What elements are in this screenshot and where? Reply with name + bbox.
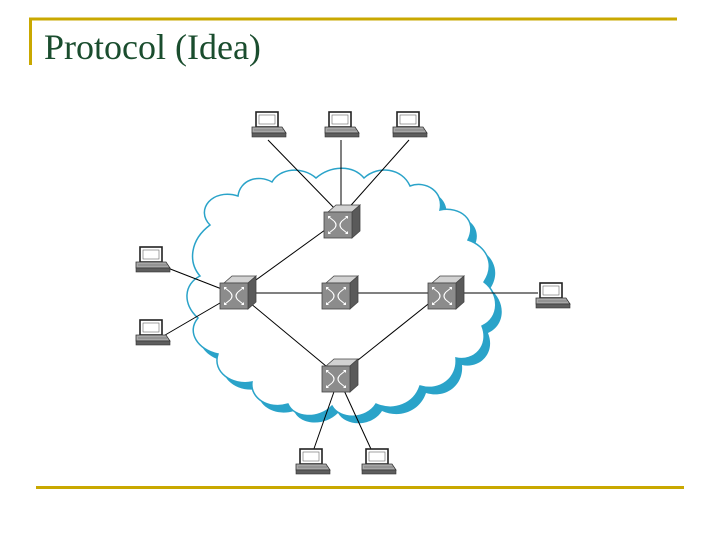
slide-title: Protocol (Idea)	[44, 27, 261, 67]
link-host-bottom-1	[309, 385, 337, 461]
computer-terminal-icon	[251, 111, 287, 138]
computer-terminal-icon	[361, 448, 397, 475]
computer-terminal-icon	[295, 448, 331, 475]
computer-terminal-icon	[324, 111, 360, 138]
computer-terminal-icon	[135, 246, 171, 273]
computer-terminal-icon	[392, 111, 428, 138]
link-host-top-3	[344, 139, 410, 213]
link-left-bottom	[237, 292, 339, 377]
decorative-rules	[29, 17, 684, 489]
link-host-bottom-2	[341, 385, 377, 461]
computer-terminal-icon	[135, 319, 171, 346]
link-host-top-1	[267, 139, 339, 213]
computer-terminal-icon	[535, 282, 571, 309]
